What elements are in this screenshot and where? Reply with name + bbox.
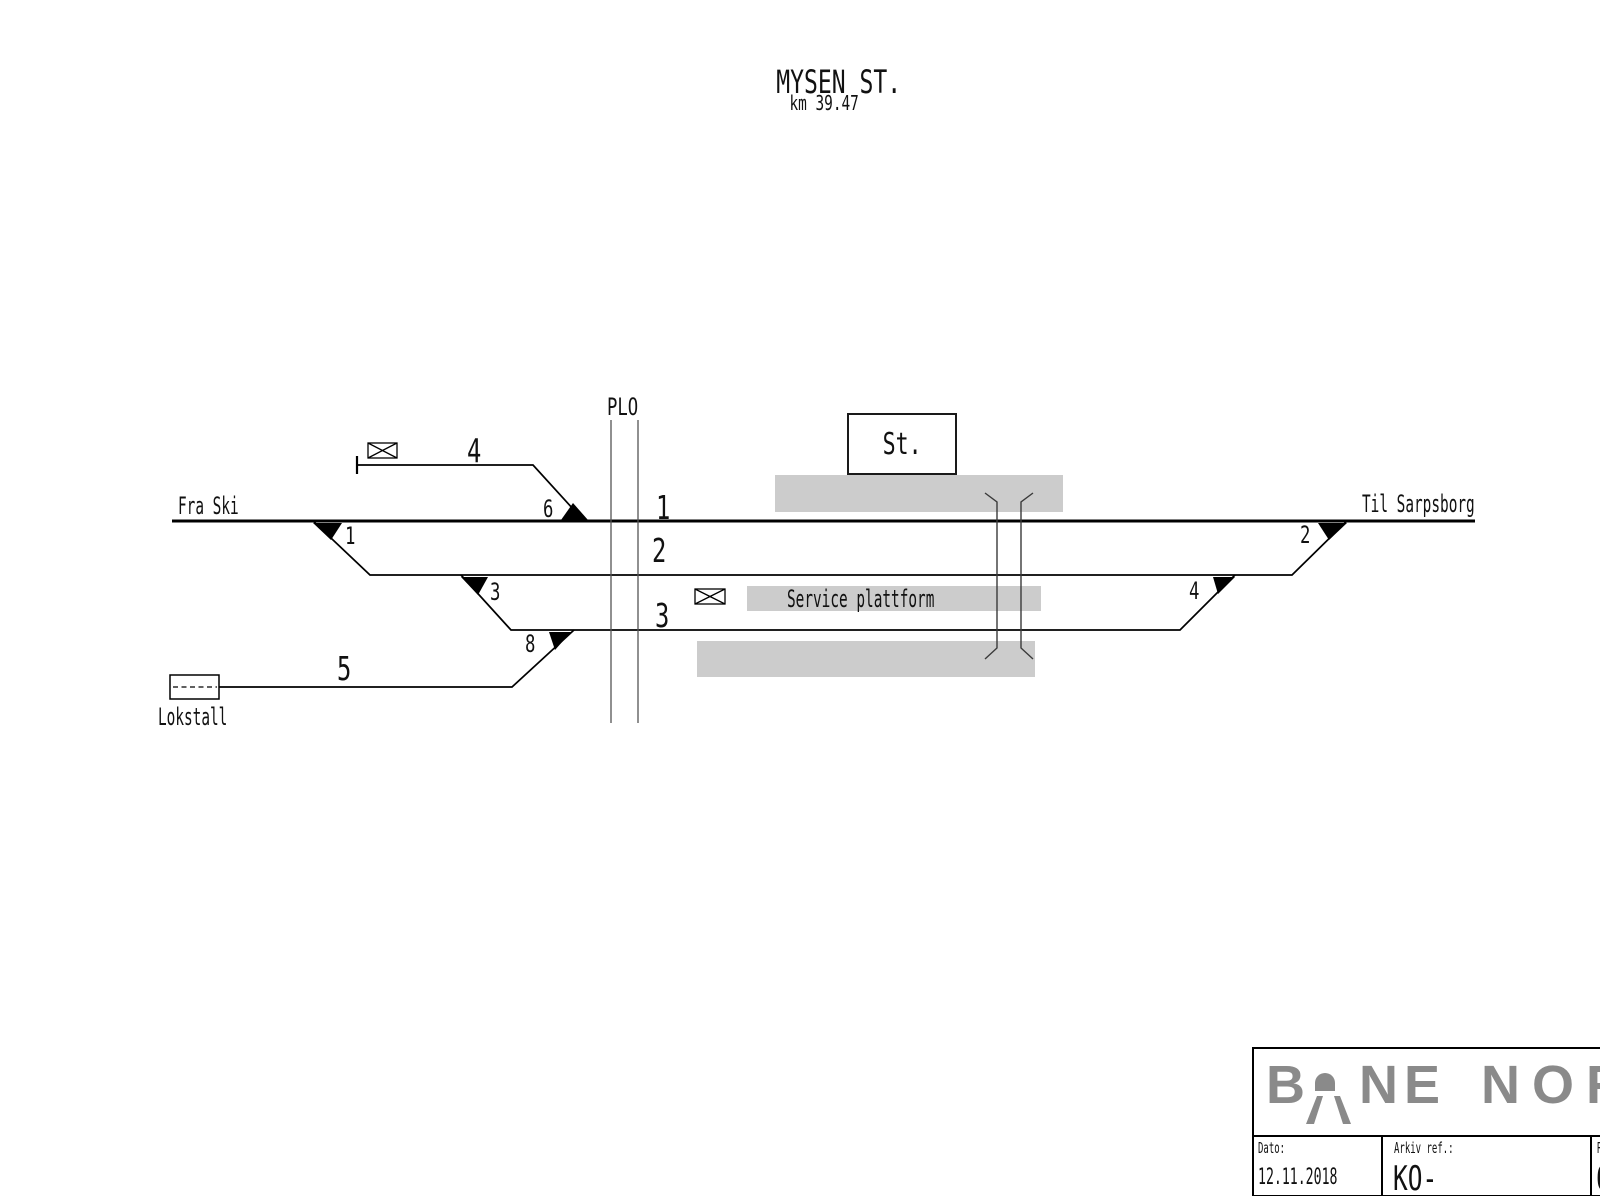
switch-number-1: 1: [345, 522, 356, 550]
track-number-1: 1: [656, 488, 671, 527]
track-2-line: [312, 520, 1348, 576]
engine-shed-label: Lokstall: [158, 703, 228, 731]
service-platform-label: Service plattform: [787, 584, 935, 613]
footbridge-icon: [984, 492, 1034, 660]
from-direction-label: Fra Ski: [178, 492, 239, 520]
station-building: St.: [847, 413, 957, 475]
platform-track1: [775, 475, 1063, 512]
track-number-4: 4: [467, 431, 482, 470]
page-title: MYSEN ST.: [776, 63, 901, 101]
km-label: km 39.47: [789, 91, 859, 115]
title-block-row: Dato: 12.11.2018 Arkiv ref.: KO-004580-0…: [1254, 1137, 1600, 1196]
switch-number-6: 6: [543, 495, 554, 523]
derailer-icon-track4: [367, 442, 398, 459]
switch-number-8: 8: [525, 630, 536, 658]
switch-1-marker: [313, 523, 342, 540]
track-5-line: [219, 629, 575, 688]
track-4-line: [355, 456, 585, 522]
switch-6-marker: [561, 503, 588, 520]
drawing-title-block: B NE NOR Dato: 12.11.2018 Arkiv ref.: KO…: [1252, 1047, 1600, 1196]
switch-number-2: 2: [1300, 521, 1311, 549]
date-label: Dato:: [1258, 1139, 1286, 1157]
archive-ref-label: Arkiv ref.:: [1394, 1139, 1454, 1157]
switch-3-marker: [461, 577, 488, 595]
level-crossing-label: PLO: [607, 393, 639, 421]
date-cell: Dato: 12.11.2018: [1254, 1137, 1383, 1195]
derailer-icon-track3: [694, 588, 726, 605]
bane-nor-logo: B NE NOR: [1254, 1049, 1600, 1137]
revision-label: R: [1597, 1139, 1600, 1157]
archive-ref-value: KO-004580-000: [1393, 1159, 1438, 1196]
track-number-3: 3: [655, 596, 670, 635]
station-building-label: St.: [882, 426, 922, 462]
level-crossing-icon: [610, 420, 639, 723]
switch-4-marker: [1213, 577, 1235, 594]
to-direction-label: Til Sarpsborg: [1362, 490, 1475, 518]
archive-ref-cell: Arkiv ref.: KO-004580-000: [1383, 1137, 1592, 1196]
revision-value: 0: [1596, 1159, 1600, 1196]
switch-number-3: 3: [490, 578, 501, 606]
date-value: 12.11.2018: [1258, 1165, 1338, 1190]
bane-nor-signal-mark-icon: [1306, 1073, 1351, 1124]
track-number-2: 2: [652, 531, 667, 570]
switch-number-4: 4: [1189, 577, 1200, 605]
track-3-line: [460, 574, 1236, 631]
track-number-5: 5: [337, 649, 352, 688]
revision-cell: R 0: [1592, 1137, 1600, 1196]
service-platform: Service plattform: [747, 584, 1041, 613]
logo-letter-b: B: [1266, 1055, 1305, 1115]
switch-2-marker: [1318, 523, 1347, 540]
platform-track3: [697, 641, 1035, 677]
logo-letters-nor: NOR: [1481, 1055, 1600, 1115]
engine-shed-icon: [169, 674, 220, 700]
switch-8-marker: [549, 632, 571, 650]
logo-letters-ne: NE: [1359, 1055, 1447, 1115]
